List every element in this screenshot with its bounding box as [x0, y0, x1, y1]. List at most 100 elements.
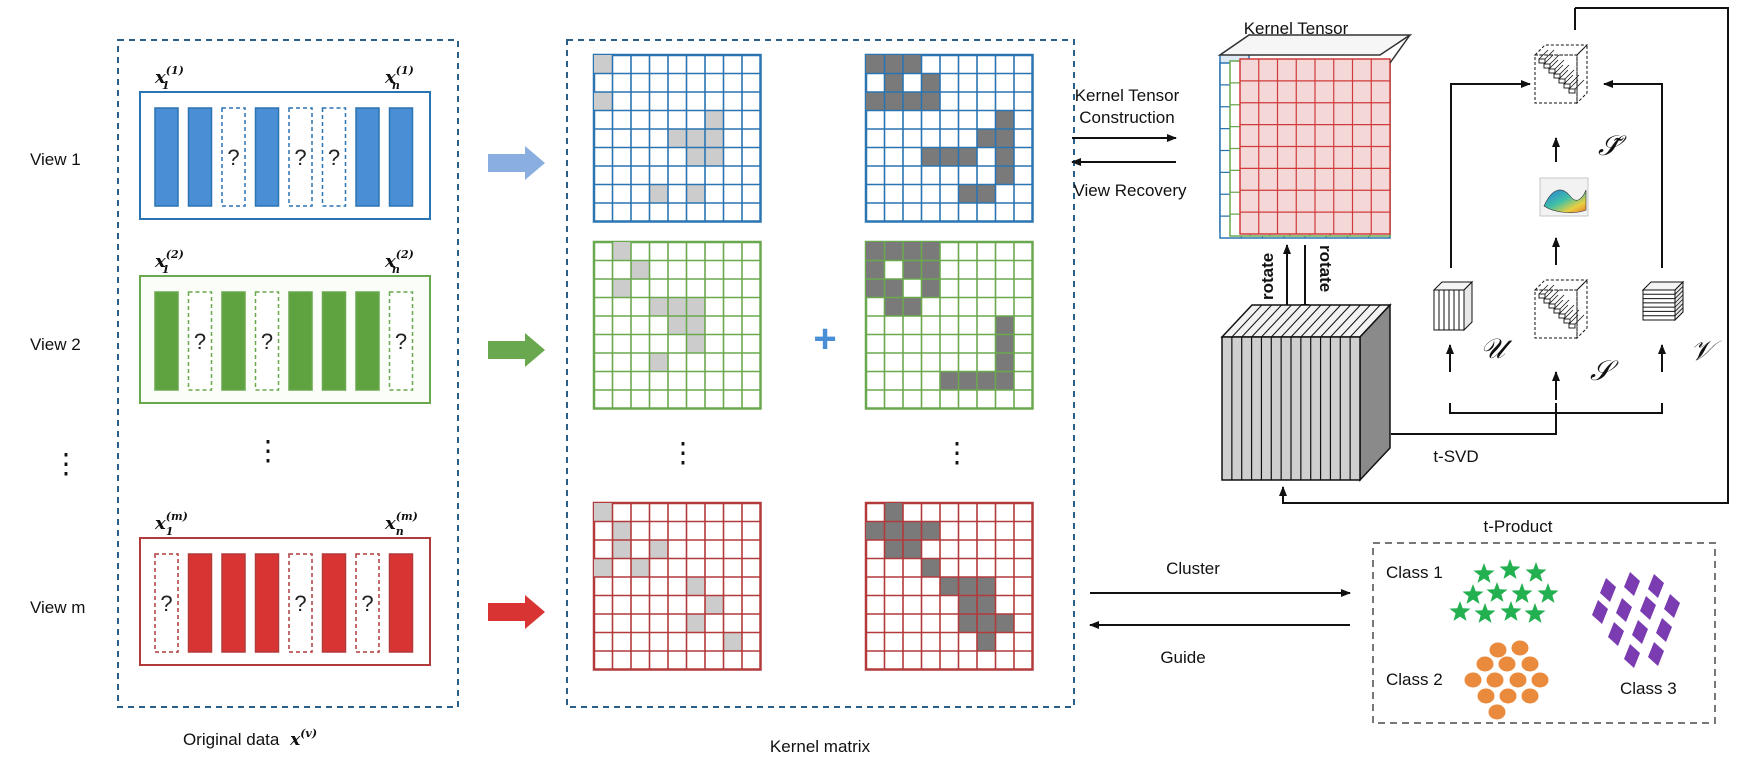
diag-block — [1553, 73, 1561, 79]
diag-edge — [1564, 304, 1575, 315]
diag-edge — [1549, 54, 1560, 65]
diag-block — [1568, 323, 1576, 329]
slice-top-line — [1270, 304, 1302, 338]
cluster-label: Cluster — [1166, 559, 1220, 578]
kernel-cell — [977, 614, 996, 633]
diag-edge — [1569, 309, 1580, 320]
diag-edge — [1538, 49, 1549, 60]
class3-diamond — [1656, 618, 1672, 642]
class2-dot — [1499, 688, 1517, 704]
diag-edge — [1558, 69, 1569, 80]
kernel-cell — [921, 92, 940, 111]
kernel-tensor-construction-line2: Construction — [1079, 108, 1174, 127]
kernel-cell — [884, 55, 903, 74]
kernel-cell — [995, 614, 1014, 633]
diag-block — [1563, 318, 1571, 324]
kernel-tensor-label: Kernel Tensor — [1244, 19, 1349, 38]
diag-side — [1576, 278, 1588, 340]
class2-dot — [1531, 672, 1549, 688]
slice-top-line — [1300, 304, 1332, 338]
kernel-cell — [921, 521, 940, 540]
cluster-points — [1449, 559, 1680, 720]
sample-bar — [221, 291, 246, 391]
kernel-cell — [686, 334, 705, 353]
diag-edge — [1554, 59, 1565, 70]
missing-mark: ? — [361, 591, 373, 616]
missing-mark: ? — [194, 329, 206, 354]
slice-top-line — [1241, 304, 1273, 338]
diag-edge — [1574, 79, 1585, 90]
sample-bar — [321, 553, 347, 653]
cube-stripe — [1674, 303, 1684, 312]
missing-sample — [388, 291, 414, 391]
diag-top — [1533, 44, 1589, 56]
slice-top-line — [1290, 304, 1322, 338]
kernel-cell — [884, 521, 903, 540]
diag-edge — [1549, 289, 1560, 300]
tsvd-connector — [1391, 413, 1557, 435]
missing-sample — [187, 291, 213, 391]
view-label: View 1 — [30, 150, 81, 169]
kernel-cell — [903, 92, 922, 111]
view-container — [139, 91, 431, 220]
diag-block — [1553, 308, 1561, 314]
original-data-box — [117, 39, 459, 708]
kernel-cell — [723, 632, 742, 651]
cube-stripe — [1674, 290, 1684, 299]
sample-bar — [187, 107, 213, 207]
sample-bar — [355, 107, 380, 207]
cluster-result-box — [1372, 542, 1716, 724]
kernel-cell — [903, 55, 922, 74]
class2-dot — [1486, 672, 1504, 688]
kernel-cell — [958, 614, 977, 633]
kernel-vdots-left: ⋮ — [669, 437, 697, 468]
class3-diamond — [1608, 622, 1624, 646]
sample-bar — [154, 107, 179, 207]
kernel-cell — [866, 92, 885, 111]
sample-bar — [321, 291, 347, 391]
missing-mark: ? — [395, 329, 407, 354]
view-label: View m — [30, 598, 85, 617]
diag-edge — [1563, 309, 1574, 320]
slice-top-line — [1261, 304, 1292, 338]
diag-edge — [1543, 54, 1554, 65]
kernel-cell — [921, 242, 940, 261]
cube-stripe — [1674, 298, 1684, 308]
kernel-matrix-right-3 — [864, 501, 1034, 671]
kernel-cell — [612, 540, 631, 559]
tensor-top-face — [1217, 34, 1413, 56]
kernel-matrix-box — [566, 39, 1075, 708]
original-vdots: ⋮ — [254, 435, 282, 466]
diag-edge — [1548, 59, 1559, 70]
kernel-cell — [940, 371, 959, 390]
kernel-cell — [686, 129, 705, 148]
kernel-cell — [977, 371, 996, 390]
kernel-cell — [977, 595, 996, 614]
slice-top-line — [1320, 304, 1351, 338]
rotate-label-right: rotate — [1316, 245, 1335, 292]
kernels-group — [592, 53, 1034, 671]
kernel-cell — [631, 558, 650, 577]
slice-top-line — [1231, 304, 1263, 338]
kernel-cell — [866, 242, 885, 261]
s-tensor — [1533, 278, 1589, 340]
kernel-matrix-left-2 — [592, 240, 762, 410]
kernel-cell — [977, 184, 996, 203]
kernel-cell — [995, 129, 1014, 148]
kernel-cell — [612, 279, 631, 298]
diag-edge — [1554, 294, 1565, 305]
diag-edge — [1568, 79, 1579, 90]
kernel-cell — [686, 316, 705, 335]
class2-dot — [1488, 704, 1506, 720]
class2-label: Class 2 — [1386, 670, 1443, 689]
kernel-tensor-construction-line1: Kernel Tensor — [1075, 86, 1180, 105]
kernel-cell — [594, 503, 613, 522]
diag-edge — [1559, 64, 1570, 75]
kernel-cell — [594, 55, 613, 74]
kernel-vdots-right: ⋮ — [943, 437, 971, 468]
block-arrow-2 — [488, 333, 545, 367]
class2-dot — [1509, 672, 1527, 688]
diag-edge — [1544, 284, 1555, 295]
